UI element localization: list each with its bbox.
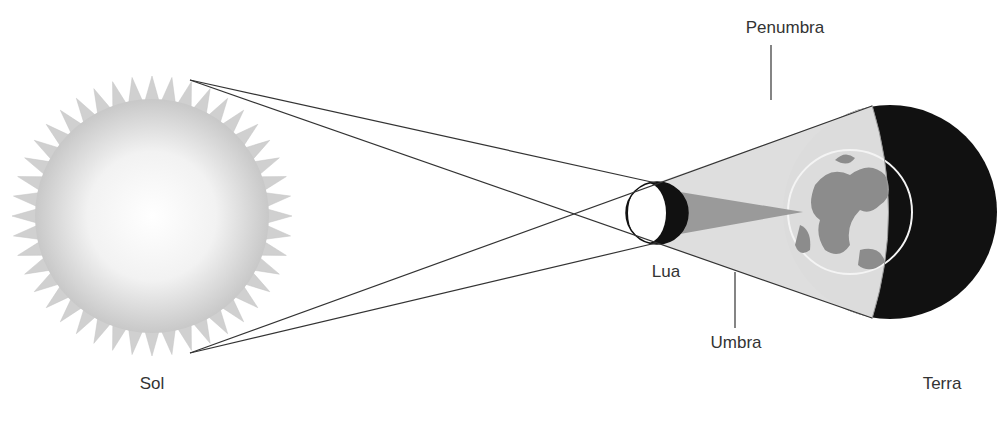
leader-line bbox=[770, 45, 771, 100]
light-rays bbox=[190, 80, 872, 353]
body-name: Terra bbox=[923, 374, 962, 394]
sun-rays bbox=[12, 76, 292, 356]
earth-label: Terra bbox=[923, 374, 962, 394]
region-label: Penumbra bbox=[744, 18, 826, 38]
region-label: Umbra bbox=[708, 333, 763, 353]
sun-disc bbox=[35, 99, 269, 333]
sun-label: Sol bbox=[140, 374, 165, 394]
leader-line bbox=[734, 272, 735, 328]
umbra-cone bbox=[680, 192, 803, 234]
body-name: Lua bbox=[652, 262, 680, 282]
moon-label: Lua bbox=[652, 262, 680, 282]
body-name: Sol bbox=[140, 374, 165, 394]
